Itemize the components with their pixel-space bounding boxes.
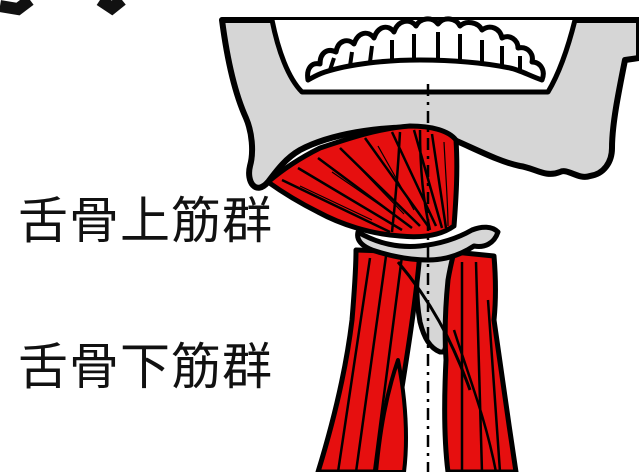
infrahyoid-label: 舌骨下筋群: [18, 342, 273, 392]
cropped-stroke-top-left: [0, 0, 122, 9]
suprahyoid-label: 舌骨上筋群: [18, 196, 273, 246]
infrahyoid-muscle-group: [318, 250, 516, 472]
